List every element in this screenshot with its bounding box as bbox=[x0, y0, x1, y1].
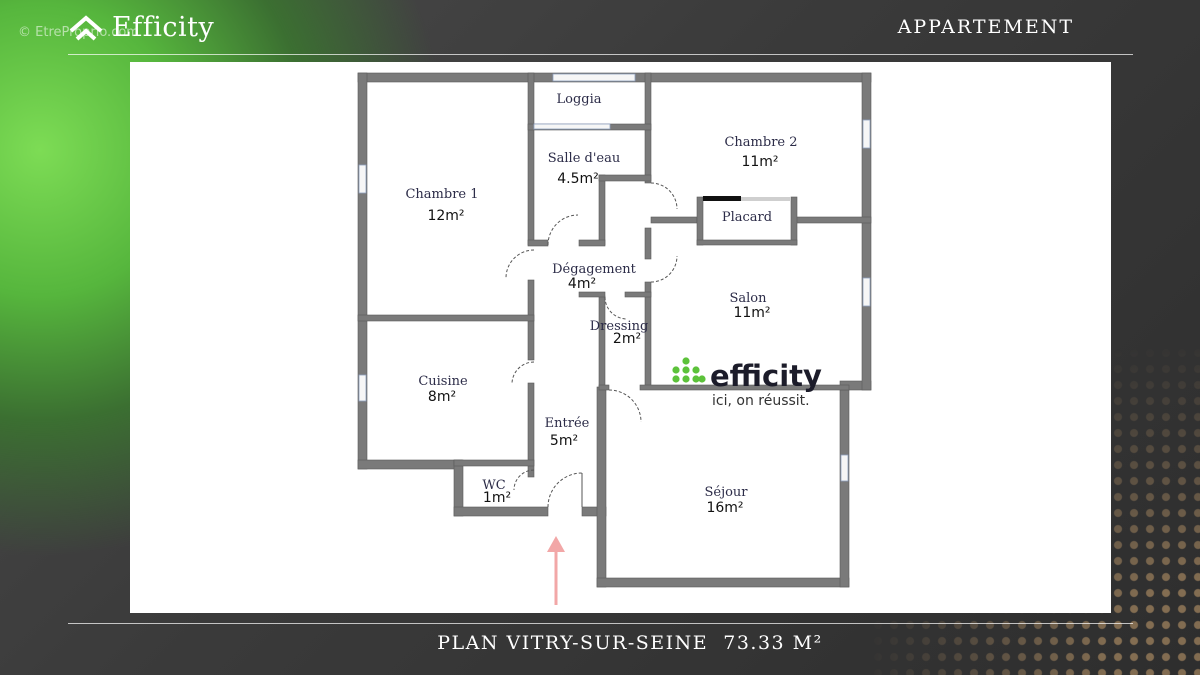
room-name-entree: Entrée bbox=[545, 416, 590, 431]
doors bbox=[505, 182, 678, 508]
watermark: © EtreProprio.com bbox=[18, 25, 139, 40]
room-area-salle-deau: 4.5m² bbox=[557, 171, 599, 187]
placard-wall-segment bbox=[703, 196, 741, 201]
room-area-sejour: 16m² bbox=[706, 500, 743, 516]
efficity-chevron-logo-icon bbox=[69, 14, 103, 40]
floor-plan-panel: Chambre 1 12m² Chambre 2 11m² Loggia Sal… bbox=[130, 62, 1111, 613]
efficity-logo: efficity ici, on réussit. bbox=[672, 357, 822, 409]
room-name-loggia: Loggia bbox=[556, 92, 601, 107]
property-type: APPARTEMENT bbox=[897, 16, 1074, 38]
room-area-wc: 1m² bbox=[483, 490, 511, 506]
room-area-dressing: 2m² bbox=[613, 331, 641, 347]
room-area-chambre-1: 12m² bbox=[427, 208, 464, 224]
room-area-entree: 5m² bbox=[550, 433, 578, 449]
room-name-cuisine: Cuisine bbox=[418, 374, 468, 389]
room-name-wc: WC bbox=[482, 478, 505, 493]
room-name-salle-deau: Salle d'eau bbox=[548, 151, 621, 166]
room-name-chambre-2: Chambre 2 bbox=[724, 135, 797, 150]
room-name-degagement: Dégagement bbox=[552, 262, 637, 277]
room-name-placard: Placard bbox=[722, 210, 772, 225]
room-name-chambre-1: Chambre 1 bbox=[405, 187, 478, 202]
efficity-dots-logo-icon bbox=[672, 357, 706, 383]
brand-header: Efficity bbox=[68, 12, 214, 43]
room-area-salon: 11m² bbox=[733, 305, 770, 321]
room-name-salon: Salon bbox=[729, 291, 767, 306]
floor-plan: Chambre 1 12m² Chambre 2 11m² Loggia Sal… bbox=[357, 72, 872, 605]
room-name-sejour: Séjour bbox=[704, 485, 748, 500]
walls bbox=[357, 72, 872, 588]
entrance-arrow-icon bbox=[547, 536, 565, 605]
plan-title: PLAN VITRY-SUR-SEINE 73.33 M² bbox=[437, 632, 823, 654]
logo-wordmark: efficity bbox=[710, 359, 822, 393]
room-area-chambre-2: 11m² bbox=[741, 154, 778, 170]
logo-tagline: ici, on réussit. bbox=[712, 393, 810, 409]
room-area-degagement: 4m² bbox=[568, 276, 596, 292]
bottom-divider bbox=[68, 623, 1133, 624]
room-name-dressing: Dressing bbox=[590, 319, 649, 334]
top-divider bbox=[68, 54, 1133, 55]
brand-name: Efficity bbox=[112, 12, 215, 43]
windows bbox=[358, 73, 871, 482]
room-area-cuisine: 8m² bbox=[428, 389, 456, 405]
